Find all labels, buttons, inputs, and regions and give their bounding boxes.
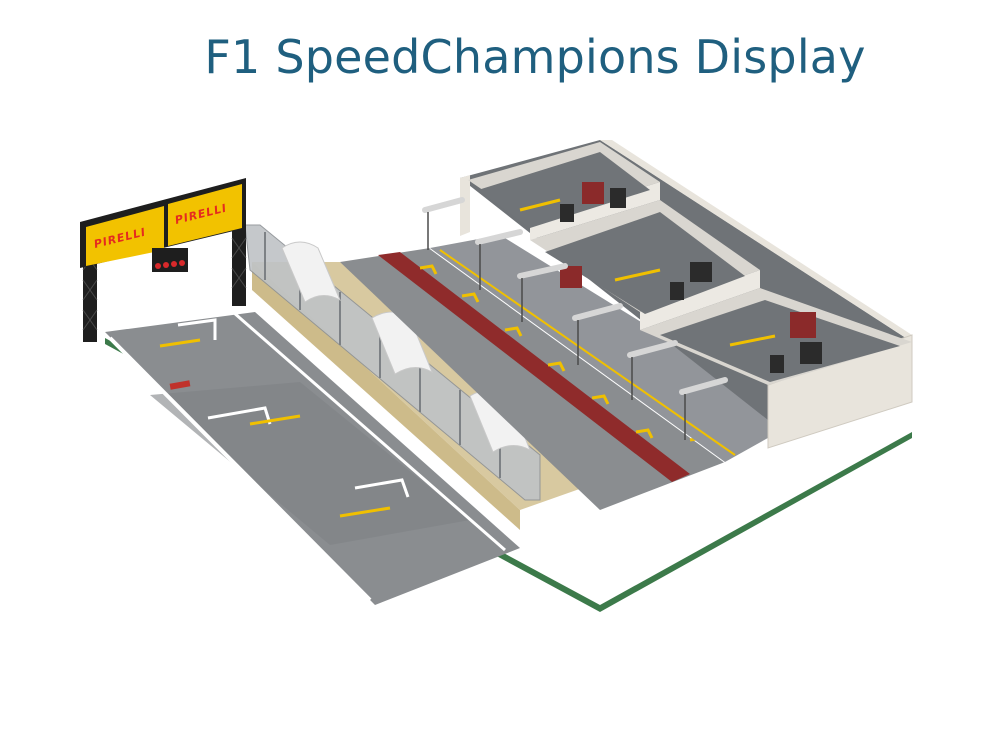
start-gantry (80, 178, 247, 342)
pit-gantry-lines (427, 212, 686, 440)
pit-wall-shelter-2 (371, 311, 433, 375)
kerb-marker (169, 380, 191, 390)
grid-box-1 (159, 318, 217, 348)
track-line-mid (224, 303, 506, 552)
grid-box-2 (207, 406, 301, 426)
pit-gantry-arms (422, 197, 728, 395)
garage-front-pillar (460, 175, 470, 236)
baseplate-edge (105, 338, 912, 612)
garage-back-wall (600, 140, 912, 342)
slide-title: F1 SpeedChampions Display (204, 30, 866, 84)
track-line-left (108, 336, 372, 602)
pit-wall-front (252, 262, 520, 530)
garage-bay-3 (640, 288, 912, 385)
grid-box-3 (339, 478, 410, 518)
garage-bay-1 (468, 142, 660, 240)
pit-wall-shelter-1 (281, 241, 342, 303)
pit-lane-stripe (378, 252, 690, 482)
garage-bay-2 (530, 200, 760, 330)
track-shadow (150, 382, 470, 545)
apron-lines (439, 249, 736, 456)
